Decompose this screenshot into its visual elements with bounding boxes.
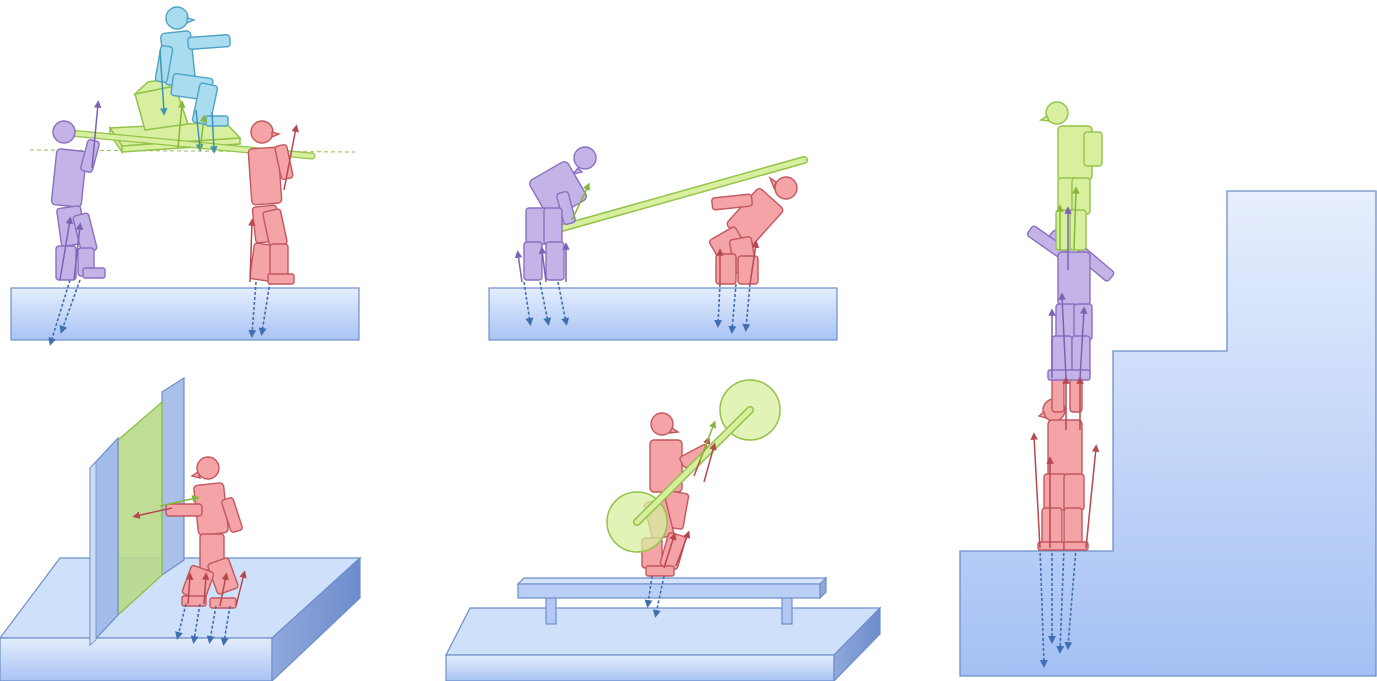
green-barbell [606,379,781,553]
green-litter [56,74,316,160]
red-character [247,120,295,285]
panel-push-pole [488,146,838,341]
force-arrow-icon [248,124,299,283]
force-arrow-icon [1056,186,1080,251]
force-arrow-icon [716,240,760,285]
force-arrow-icon [1048,206,1088,379]
purple-character [523,146,597,281]
force-arrow-icon [571,182,590,221]
panel-stack-climb-stairs [959,101,1377,677]
force-arrow-icon [177,100,208,151]
panel-carry-litter [10,6,360,346]
ground-reaction-arrow-icon [48,279,271,346]
force-arrow-icon [59,100,102,281]
green-character [1039,101,1103,251]
green-pole [558,156,808,232]
wall-back [161,376,185,577]
red-character [641,412,711,577]
force-arrow-icon [132,507,247,607]
force-arrow-icon [699,420,717,461]
panel-push-wall [0,376,362,681]
ground-reaction-arrow-icon [1039,547,1077,668]
platform [10,287,360,341]
platform [445,607,882,656]
blue-staircase [959,190,1377,677]
bench [516,576,828,625]
purple-character [50,120,106,281]
ground-reaction-arrow-icon [644,575,665,618]
litter-level-guide [29,149,356,153]
ground-reaction-arrow-icon [523,281,751,334]
force-arrow-icon [159,495,200,507]
ground-reaction-arrow-icon [175,603,231,646]
force-arrow-icon [1030,376,1100,549]
blue-character [154,6,231,127]
panel-lift-barbell [445,379,882,681]
force-arrow-icon [514,242,570,283]
platform [488,287,838,341]
force-arrow-icon [159,49,218,154]
